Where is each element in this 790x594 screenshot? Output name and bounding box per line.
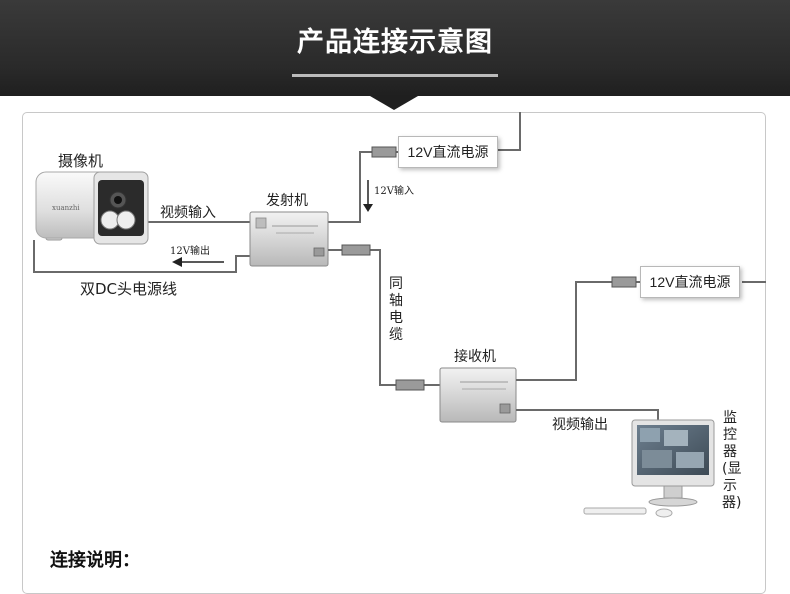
psu-top-plug: [371, 146, 397, 158]
psu-top-cable: [498, 112, 521, 151]
page-header: 产品连接示意图: [0, 0, 790, 96]
connection-notes-title: 连接说明：: [50, 550, 140, 571]
monitor-device: [583, 419, 715, 518]
video-out-label: 视频输出: [552, 417, 608, 433]
coax-label: 同轴电缆: [389, 276, 403, 343]
dc-cable-label: 双DC头电源线: [80, 280, 178, 298]
page-title: 产品连接示意图: [297, 27, 493, 58]
camera-device: [35, 171, 149, 245]
receiver-device: [439, 367, 517, 423]
receiver-label: 接收机: [454, 349, 496, 365]
camera-label: 摄像机: [58, 152, 104, 170]
dc-power-cable: [33, 240, 250, 273]
psu-right: 12V直流电源: [640, 266, 740, 298]
transmitter-label: 发射机: [266, 193, 308, 209]
camera-brand: xuanzhi: [52, 204, 80, 212]
coax-connector-top: [341, 244, 371, 256]
coax-connector-bottom: [395, 379, 425, 391]
header-pointer-arrow: [370, 96, 418, 110]
psu-right-plug: [611, 276, 637, 288]
transmitter-device: [249, 211, 329, 267]
psu-to-receiver-cable: [516, 281, 640, 381]
connection-diagram: [33, 112, 766, 518]
out-12v-label: 12V输出: [170, 246, 210, 257]
coax-cable: [328, 249, 440, 386]
title-underline: [292, 74, 498, 77]
video-in-label: 视频输入: [160, 205, 216, 221]
psu-top: 12V直流电源: [398, 136, 498, 168]
in-12v-label: 12V输入: [374, 186, 414, 197]
monitor-label: 监控器(显示器): [722, 410, 742, 511]
